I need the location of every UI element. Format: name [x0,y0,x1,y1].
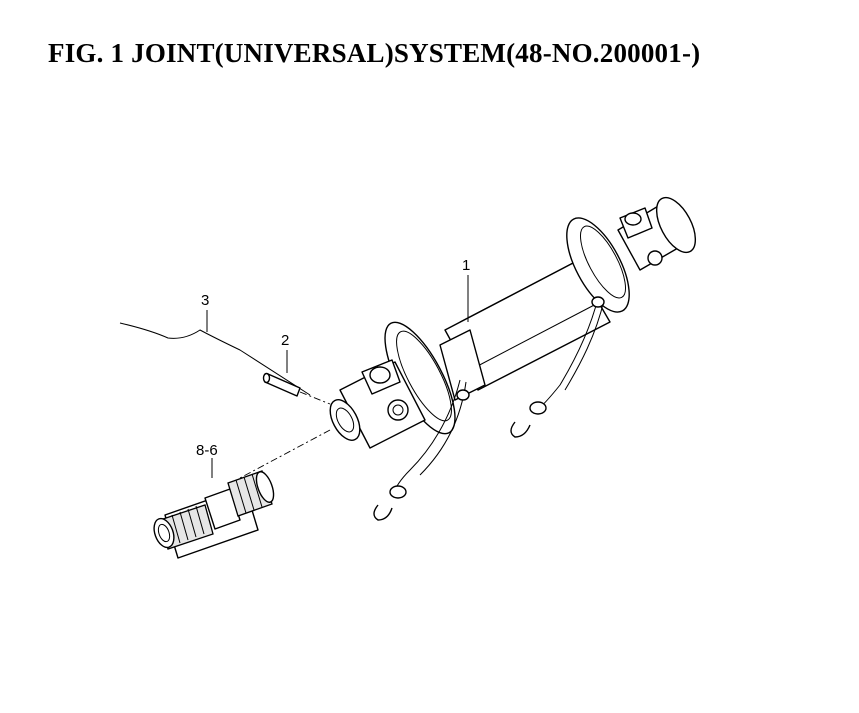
part-3-wire [119,322,311,396]
part-1-universal-joint [329,196,697,521]
figure-title: FIG. 1 JOINT(UNIVERSAL)SYSTEM(48-NO.2000… [48,38,701,68]
callout-1: 1 [462,257,470,274]
part-2-pin [262,372,301,397]
callout-3: 3 [201,292,209,309]
part-8-6-splined-shaft [153,470,275,559]
callout-8-6: 8-6 [196,442,218,459]
callout-2: 2 [281,332,289,349]
